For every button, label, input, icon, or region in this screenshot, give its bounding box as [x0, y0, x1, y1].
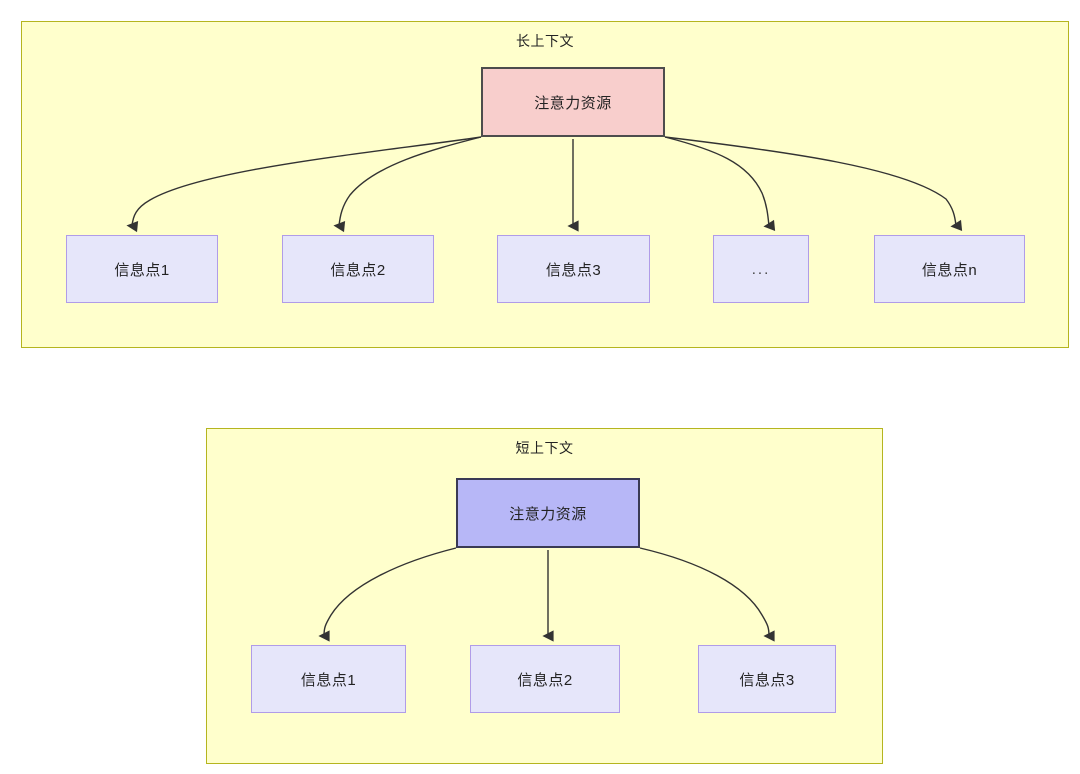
- node-info-point-long-1[interactable]: 信息点1: [66, 235, 218, 303]
- node-attention-resource-long[interactable]: 注意力资源: [481, 67, 665, 137]
- node-info-point-short-1[interactable]: 信息点1: [251, 645, 406, 713]
- node-info-point-long-n[interactable]: 信息点n: [874, 235, 1025, 303]
- node-info-point-short-2[interactable]: 信息点2: [470, 645, 620, 713]
- node-attention-resource-short[interactable]: 注意力资源: [456, 478, 640, 548]
- group-long-context-title: 长上下文: [516, 33, 574, 49]
- group-short-context-title: 短上下文: [515, 440, 574, 456]
- node-info-point-short-3[interactable]: 信息点3: [698, 645, 836, 713]
- node-info-point-long-3[interactable]: 信息点3: [497, 235, 650, 303]
- node-info-point-long-ellipsis[interactable]: ...: [713, 235, 809, 303]
- node-info-point-long-2[interactable]: 信息点2: [282, 235, 434, 303]
